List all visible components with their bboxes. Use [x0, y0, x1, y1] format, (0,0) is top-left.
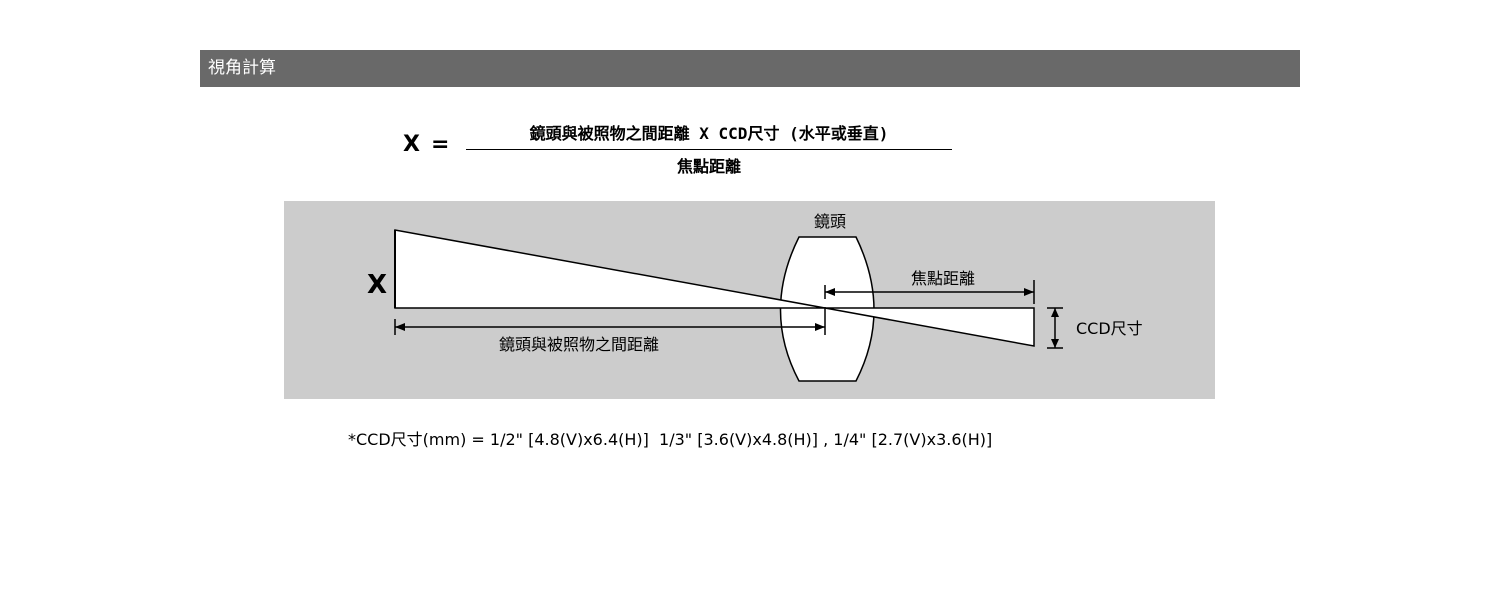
focal-length-arrow: [824, 280, 1035, 304]
object-height-label: X: [367, 270, 387, 300]
formula-fraction: 鏡頭與被照物之間距離 X CCD尺寸 (水平或垂直) 焦點距離: [466, 120, 952, 180]
lens-label: 鏡頭: [814, 212, 846, 231]
fraction-bar: [466, 149, 952, 150]
formula: X = 鏡頭與被照物之間距離 X CCD尺寸 (水平或垂直) 焦點距離: [400, 120, 960, 190]
image-side-triangle: [824, 307, 1035, 347]
header-bar: 視角計算: [200, 50, 1300, 87]
page-title: 視角計算: [208, 58, 276, 78]
object-distance-arrow: [394, 307, 826, 335]
ccd-size-footnote: *CCD尺寸(mm) = 1/2" [4.8(V)x6.4(H)] 1/3" […: [348, 430, 993, 449]
formula-numerator: 鏡頭與被照物之間距離 X CCD尺寸 (水平或垂直): [529, 124, 889, 143]
formula-variable: X: [403, 132, 420, 157]
lens-diagram: 鏡頭 X 焦點距離 鏡頭與被照物之間距離 CCD尺寸: [284, 201, 1215, 399]
ccd-size-arrow: [1047, 307, 1063, 349]
ccd-size-label: CCD尺寸: [1076, 319, 1143, 338]
formula-denominator: 焦點距離: [676, 157, 741, 176]
focal-length-label: 焦點距離: [911, 269, 975, 288]
formula-equals-sign: =: [431, 132, 450, 157]
object-distance-label: 鏡頭與被照物之間距離: [499, 335, 659, 354]
